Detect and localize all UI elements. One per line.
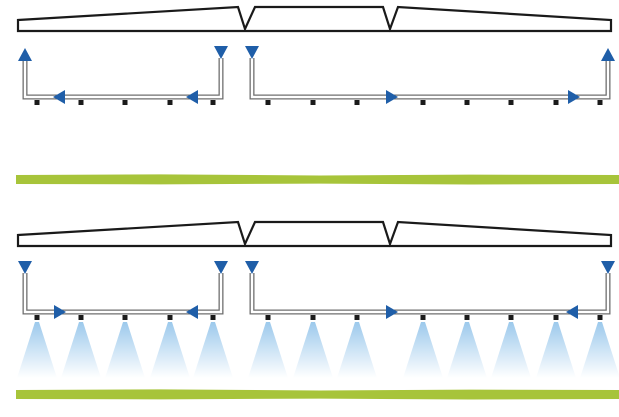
boom-frame: [16, 220, 613, 248]
nozzle: [553, 315, 559, 320]
nozzle: [420, 315, 426, 320]
pipe-outline: [249, 273, 611, 315]
nozzle: [34, 100, 40, 105]
flow-arrow-down: [18, 261, 32, 274]
flow-arrow-left: [53, 90, 65, 104]
nozzle: [464, 100, 470, 105]
nozzle: [310, 100, 316, 105]
flow-arrow-right: [568, 90, 580, 104]
ground-strip: [16, 389, 619, 400]
nozzle: [597, 315, 603, 320]
nozzle: [210, 100, 216, 105]
spray-cone: [293, 322, 333, 378]
nozzle: [354, 315, 360, 320]
nozzle: [167, 100, 173, 105]
spray-cone: [248, 322, 288, 378]
pipe-outline: [249, 58, 611, 100]
flow-arrow-down: [214, 261, 228, 274]
spray-cone: [61, 322, 101, 378]
boom-frame: [16, 5, 613, 33]
nozzle: [122, 100, 128, 105]
pipe-channel: [23, 58, 223, 99]
nozzle: [167, 315, 173, 320]
nozzle: [420, 100, 426, 105]
spray-cone: [536, 322, 576, 378]
nozzle: [508, 100, 514, 105]
pipe-outline: [22, 58, 224, 100]
flow-arrow-down: [214, 46, 228, 59]
nozzle: [34, 315, 40, 320]
spray-cone: [193, 322, 233, 378]
spray-cone: [337, 322, 377, 378]
flow-arrow-down: [245, 46, 259, 59]
nozzle: [78, 100, 84, 105]
nozzle: [310, 315, 316, 320]
flow-arrow-right: [386, 90, 398, 104]
spray-cone: [17, 322, 57, 378]
flow-arrow-down: [245, 261, 259, 274]
circulation-mode-group: [16, 5, 619, 185]
flow-arrow-up: [601, 48, 615, 61]
nozzle: [553, 100, 559, 105]
spray-cone: [447, 322, 487, 378]
spraying-mode-group: [16, 220, 619, 400]
nozzle: [122, 315, 128, 320]
ground-strip: [16, 174, 619, 185]
pipe-channel: [250, 273, 610, 314]
flow-arrow-left: [186, 90, 198, 104]
flow-arrow-down: [601, 261, 615, 274]
flow-arrow-left: [186, 305, 198, 319]
nozzle: [508, 315, 514, 320]
nozzle: [464, 315, 470, 320]
nozzle: [78, 315, 84, 320]
flow-arrow-right: [386, 305, 398, 319]
flow-arrow-up: [18, 48, 32, 61]
nozzle: [210, 315, 216, 320]
spray-cone: [403, 322, 443, 378]
pipe-channel: [250, 58, 610, 99]
flow-arrow-right: [54, 305, 66, 319]
pipe-channel: [23, 273, 223, 314]
nozzle: [354, 100, 360, 105]
nozzle: [265, 315, 271, 320]
spray-cone: [580, 322, 619, 378]
flow-arrow-left: [566, 305, 578, 319]
nozzle: [597, 100, 603, 105]
spray-cone: [105, 322, 145, 378]
nozzle: [265, 100, 271, 105]
spray-cone: [150, 322, 190, 378]
spray-cone: [491, 322, 531, 378]
